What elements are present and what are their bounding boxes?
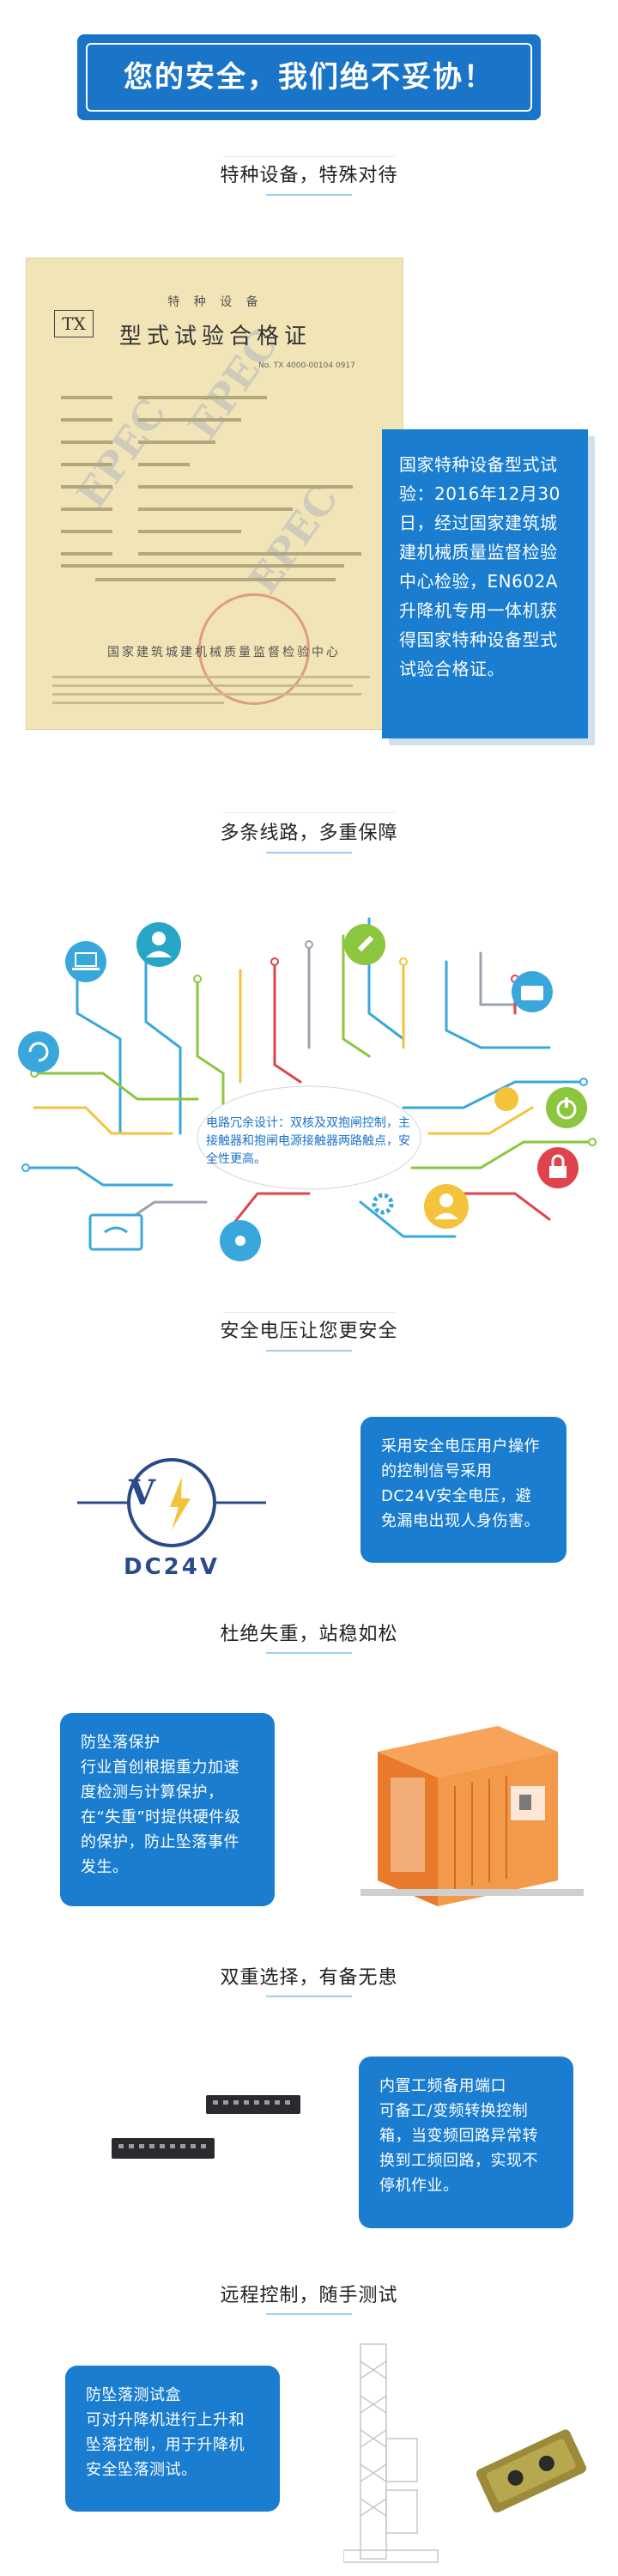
section-title-special-equipment: 特种设备，特殊对待 bbox=[220, 165, 398, 186]
elevator-tower-illustration bbox=[343, 2343, 586, 2563]
section-underline bbox=[266, 852, 352, 854]
fall-test-box-card-title: 防坠落测试盒 bbox=[86, 2386, 181, 2404]
hero-banner: 您的安全，我们绝不妥协！ bbox=[77, 34, 541, 120]
certificate-issuer: 国家建筑城建机械质量监督检验中心 bbox=[107, 646, 341, 659]
circuit-bubble bbox=[197, 1085, 421, 1190]
folder-icon bbox=[512, 971, 553, 1012]
fall-protection-card-title: 防坠落保护 bbox=[81, 1734, 161, 1752]
edit-icon bbox=[344, 924, 385, 965]
certificate-number: No. TX 4000-00104 0917 bbox=[258, 361, 355, 370]
circuit-bubble-text: 电路冗余设计：双核及双抱闸控制，主接触器和抱闸电源接触器两路触点，安全性更高。 bbox=[206, 1116, 410, 1166]
certificate-subheading: 特 种 设 备 bbox=[167, 295, 264, 309]
section-title-multiple-circuits: 多条线路，多重保障 bbox=[220, 823, 398, 844]
section-title-safe-voltage: 安全电压让您更安全 bbox=[220, 1321, 398, 1342]
person-icon bbox=[424, 1184, 469, 1229]
certificate-footnotes bbox=[52, 676, 370, 704]
backup-port-card: 内置工频备用端口 可备工/变频转换控制箱，当变频回路异常转换到工频回路，实现不停… bbox=[359, 2057, 573, 2228]
backup-port-card-title: 内置工频备用端口 bbox=[379, 2077, 506, 2095]
fall-protection-card: 防坠落保护 行业首创根据重力加速度检测与计算保护，在“失重”时提供硬件级的保护，… bbox=[60, 1713, 275, 1906]
section-title-anti-fall: 杜绝失重，站稳如松 bbox=[220, 1624, 398, 1645]
section-underline bbox=[266, 194, 352, 196]
test-box-icon bbox=[476, 2429, 586, 2513]
elevator-cage-illustration bbox=[360, 1726, 584, 1906]
hero-background bbox=[77, 34, 541, 120]
hero-inner-border bbox=[86, 43, 532, 112]
laptop-icon bbox=[65, 941, 106, 982]
section-underline bbox=[266, 2313, 352, 2315]
user-icon bbox=[136, 922, 181, 967]
certificate-body-lines bbox=[61, 396, 361, 581]
dc24v-logo-letter: V bbox=[129, 1473, 156, 1513]
voltage-card: 采用安全电压用户操作的控制信号采用DC24V安全电压，避免漏电出现人身伤害。 bbox=[360, 1417, 566, 1563]
section-underline bbox=[266, 1996, 352, 1997]
fall-protection-card-text: 行业首创根据重力加速度检测与计算保护，在“失重”时提供硬件级的保护，防止坠落事件… bbox=[81, 1759, 241, 1876]
fall-test-box-card-text: 可对升降机进行上升和坠落控制，用于升降机安全坠落测试。 bbox=[86, 2411, 245, 2479]
fall-test-box-card: 防坠落测试盒 可对升降机进行上升和坠落控制，用于升降机安全坠落测试。 bbox=[65, 2366, 280, 2512]
lightning-icon bbox=[170, 1477, 191, 1530]
section-underline bbox=[266, 1652, 352, 1654]
certificate-description-card: 国家特种设备型式试验：2016年12月30日，经过国家建筑城建机械质量监督检验中… bbox=[382, 429, 588, 738]
hero-title: 您的安全，我们绝不妥协！ bbox=[124, 60, 494, 94]
lock-icon bbox=[537, 1147, 579, 1188]
section-divider bbox=[223, 1312, 395, 1313]
section-divider bbox=[223, 812, 395, 813]
dc24v-logo-text: DC24V bbox=[124, 1554, 220, 1580]
circuit-illustration bbox=[18, 917, 597, 1261]
certificate-heading: 型式试验合格证 bbox=[118, 324, 312, 349]
wifi-device-icon bbox=[88, 1213, 143, 1251]
section-divider bbox=[223, 156, 395, 157]
broadcast-icon bbox=[220, 1220, 261, 1261]
link-icon bbox=[494, 1087, 518, 1111]
dc24v-logo bbox=[77, 1458, 266, 1547]
refresh-icon bbox=[18, 1031, 59, 1072]
backup-port-card-text: 可备工/变频转换控制箱，当变频回路异常转换到工频回路，实现不停机作业。 bbox=[379, 2102, 538, 2195]
section-title-remote-control: 远程控制，随手测试 bbox=[220, 2285, 398, 2306]
section-title-dual-option: 双重选择，有备无患 bbox=[220, 1967, 398, 1989]
certificate-tx-mark: TX bbox=[54, 310, 94, 337]
settings-gear-icon bbox=[372, 1193, 394, 1215]
connector-illustration bbox=[112, 2095, 300, 2159]
certificate-image: EPEC EPEC EPEC TX 特 种 设 备 型式试验合格证 No. TX… bbox=[26, 258, 403, 730]
power-icon bbox=[546, 1087, 587, 1128]
certificate-seal bbox=[198, 593, 310, 705]
section-underline bbox=[266, 1350, 352, 1352]
